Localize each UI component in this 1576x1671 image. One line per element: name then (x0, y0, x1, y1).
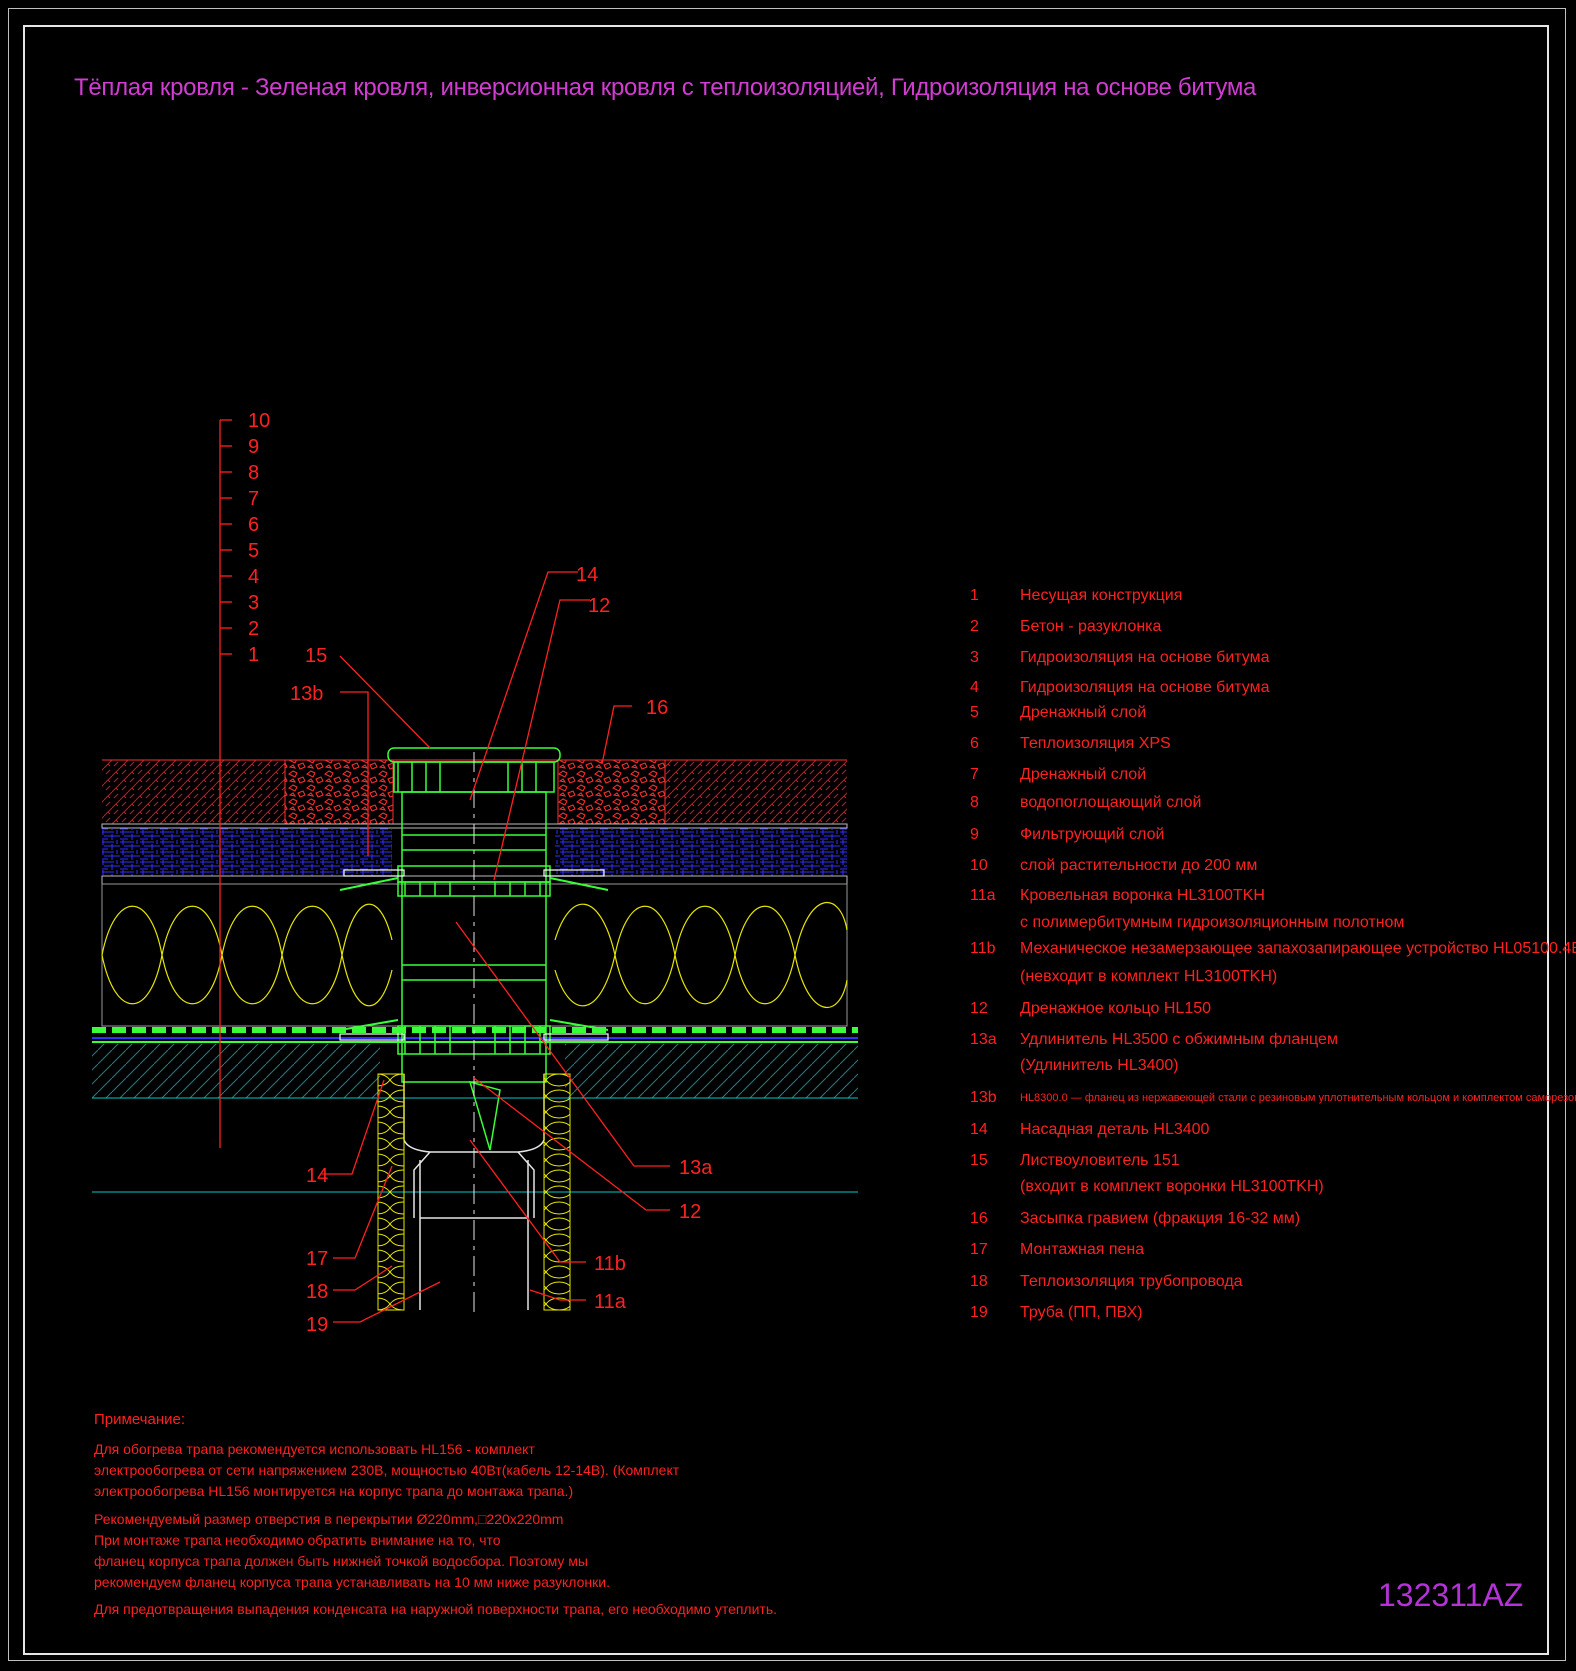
vegetation-layer (102, 759, 847, 824)
callout-16: 16 (646, 697, 668, 719)
note-line: рекомендуем фланец корпуса трапа устанав… (94, 1574, 610, 1590)
callout-14-top: 14 (576, 564, 598, 586)
callout-12-bottom: 12 (679, 1201, 701, 1223)
pipe-insulation (377, 1073, 571, 1311)
callout-3: 3 (248, 592, 259, 614)
callout-8: 8 (248, 462, 259, 484)
note-line: электрообогрева от сети напряжением 230В… (94, 1462, 680, 1478)
callout-18: 18 (306, 1281, 328, 1303)
note-line: Для предотвращения выпадения конденсата … (94, 1601, 778, 1617)
gravel-backfill (284, 759, 666, 825)
callout-6: 6 (248, 514, 259, 536)
callout-15: 15 (305, 645, 327, 667)
stainless-flange (339, 869, 609, 1041)
drawing-border-inner (23, 25, 1549, 1655)
note-line: электрообогрева HL156 монтируется на кор… (94, 1483, 574, 1499)
drawing-title: Тёплая кровля - Зеленая кровля, инверсио… (74, 74, 1257, 101)
callout-13a: 13a (679, 1157, 713, 1179)
callout-12-top: 12 (588, 595, 610, 617)
note-line: При монтаже трапа необходимо обратить вн… (94, 1532, 501, 1548)
callout-1: 1 (248, 644, 259, 666)
callout-5: 5 (248, 540, 259, 562)
callout-9: 9 (248, 436, 259, 458)
callout-10: 10 (248, 410, 270, 432)
note-line: Для обогрева трапа рекомендуется использ… (94, 1441, 535, 1457)
note-line: Рекомендуемый размер отверстия в перекры… (94, 1511, 564, 1527)
callout-11b: 11b (594, 1253, 626, 1275)
drawing-code: 132311AZ (1378, 1577, 1524, 1613)
concrete-slab (92, 1044, 858, 1193)
layer-leaders (219, 419, 232, 1148)
note-line: фланец корпуса трапа должен быть нижней … (94, 1553, 588, 1569)
callout-14-bottom: 14 (306, 1165, 328, 1187)
callout-17: 17 (306, 1248, 328, 1270)
callout-19: 19 (306, 1314, 328, 1336)
drain-pipe (419, 1218, 529, 1310)
notes-heading: Примечание: (94, 1411, 185, 1428)
callout-7: 7 (248, 488, 259, 510)
callout-leaders (322, 571, 670, 1323)
callout-11a: 11a (594, 1291, 627, 1313)
callout-2: 2 (248, 618, 259, 640)
drawing-border-outer (8, 8, 1566, 1661)
drainage-layer-upper (102, 828, 847, 876)
callout-13b: 13b (290, 683, 323, 705)
callout-4: 4 (248, 566, 259, 588)
drainage-layer-lower (92, 1027, 858, 1043)
